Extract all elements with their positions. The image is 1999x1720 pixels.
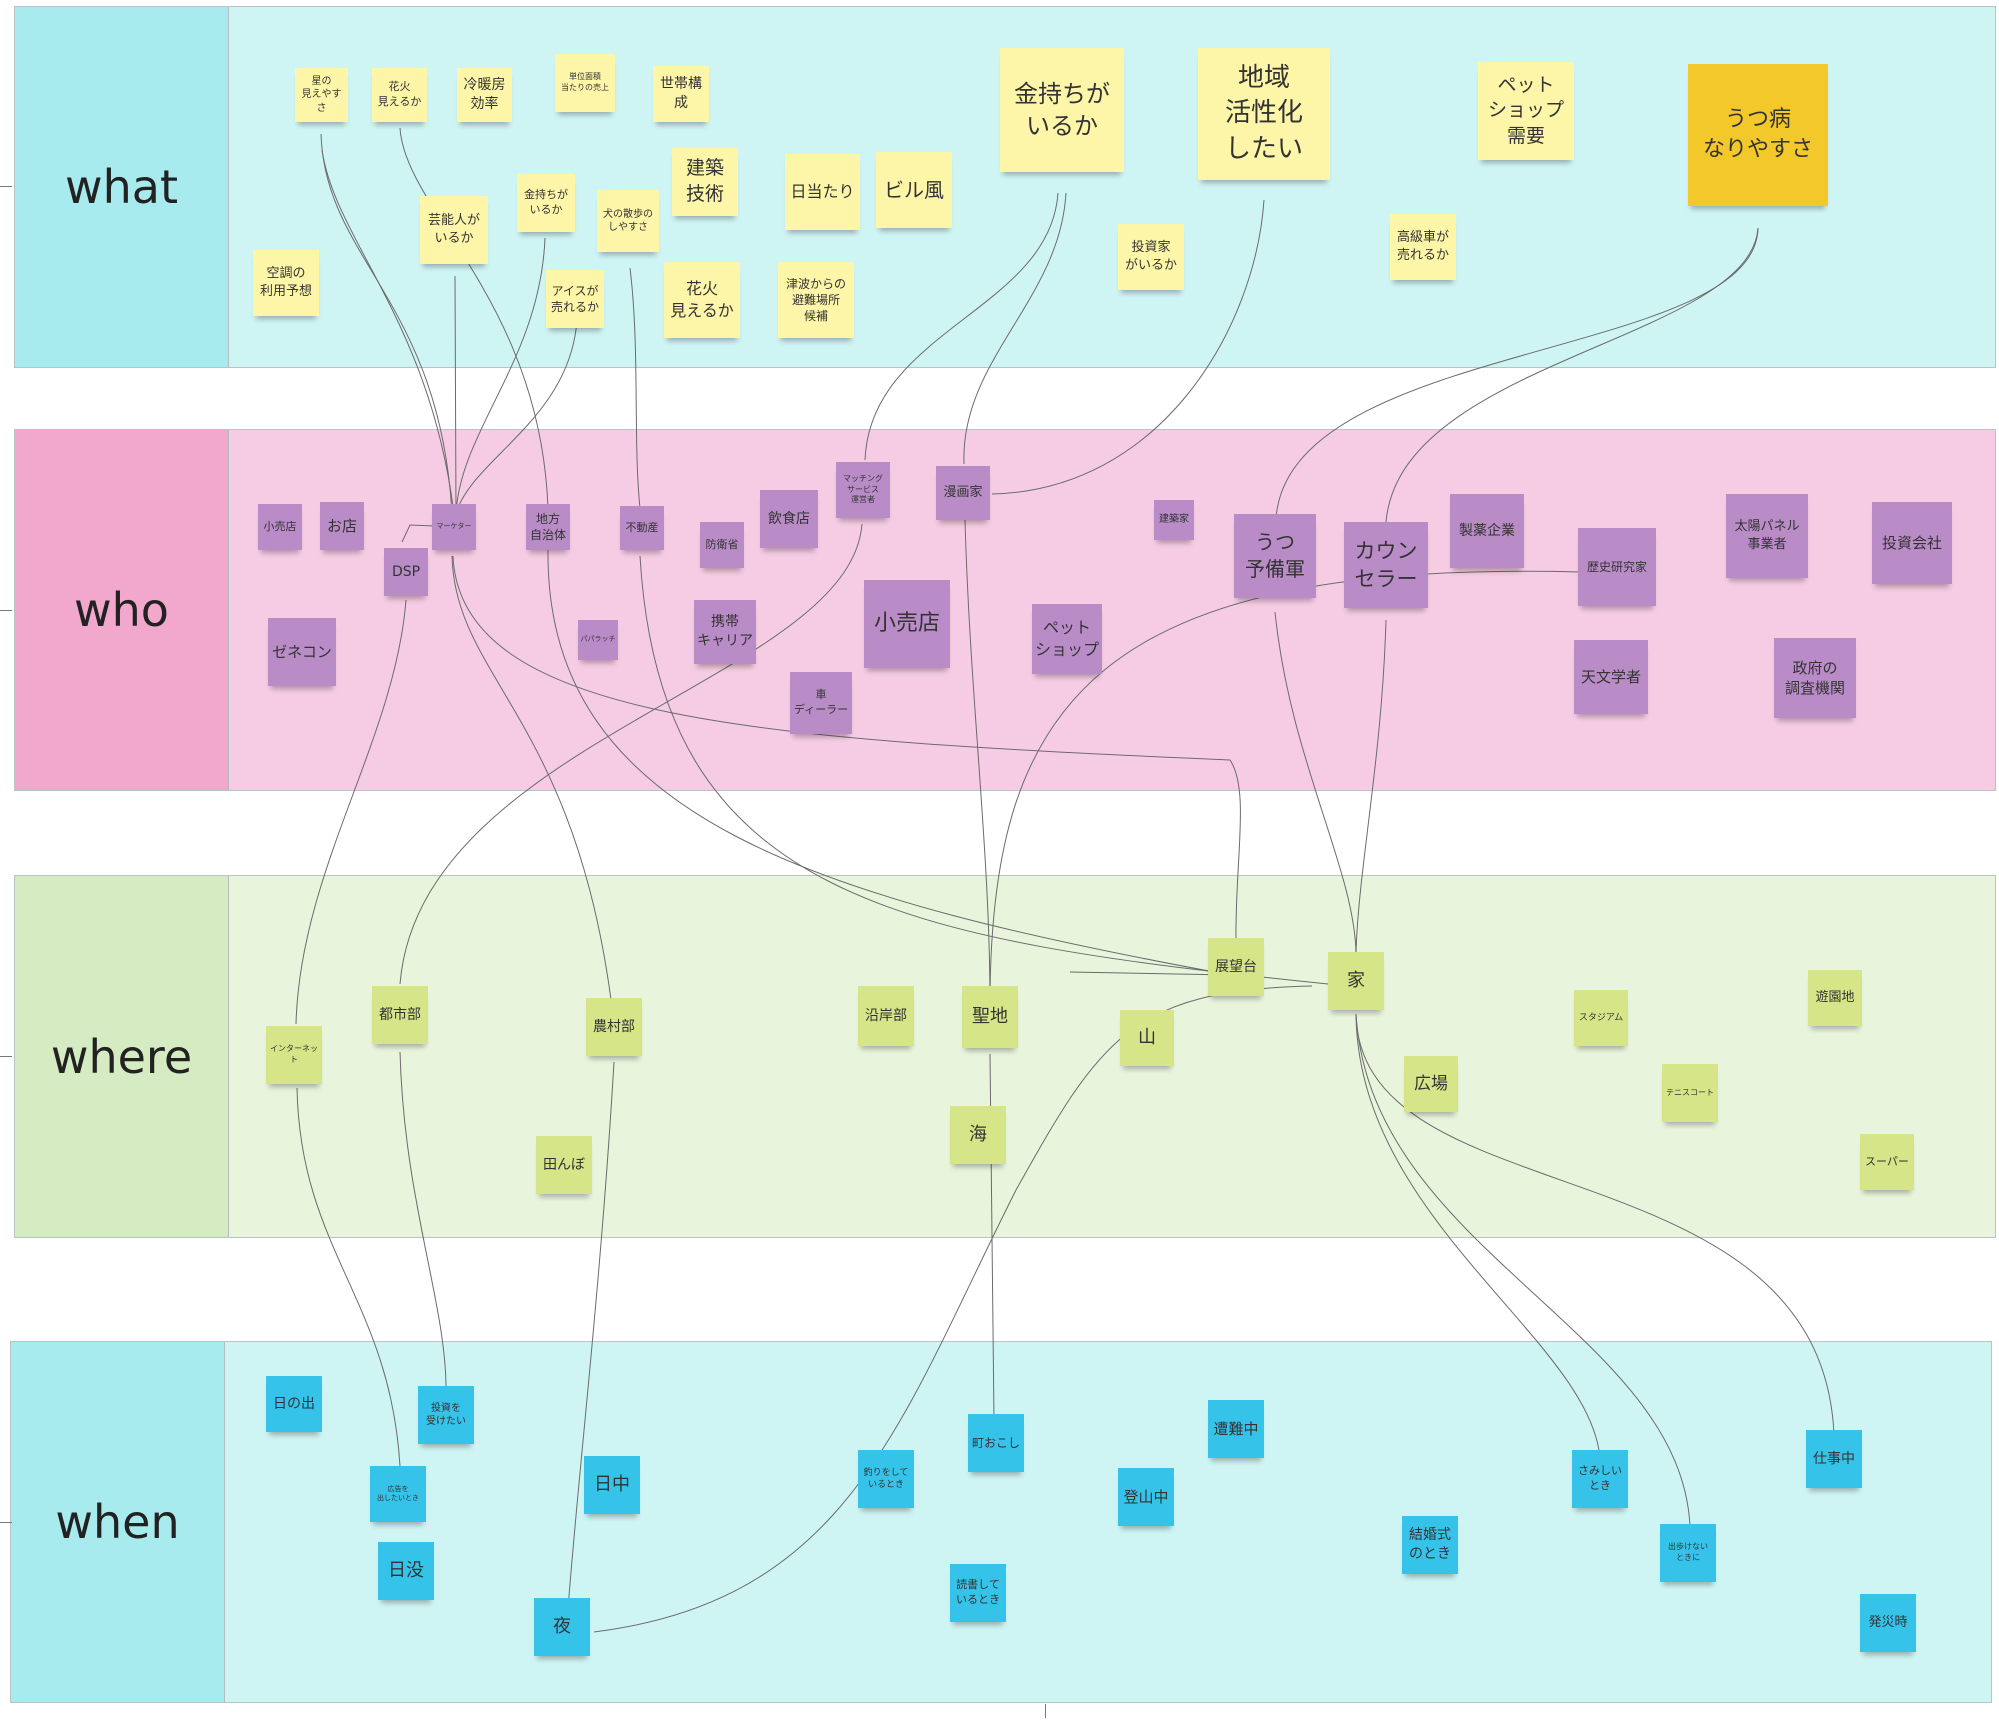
lane-anchor-tick bbox=[0, 610, 12, 611]
sticky-note[interactable]: 漫画家 bbox=[936, 466, 990, 520]
sticky-note[interactable]: 日当たり bbox=[785, 154, 860, 230]
sticky-note[interactable]: 地域 活性化 したい bbox=[1198, 48, 1330, 180]
sticky-note[interactable]: 花火 見えるか bbox=[372, 68, 427, 122]
sticky-note[interactable]: 単位面積 当たりの売上 bbox=[555, 54, 615, 112]
sticky-note[interactable]: ペット ショップ 需要 bbox=[1478, 62, 1574, 160]
sticky-note[interactable]: 結婚式 のとき bbox=[1402, 1516, 1458, 1574]
sticky-note[interactable]: 町おこし bbox=[968, 1414, 1024, 1472]
sticky-note[interactable]: ゼネコン bbox=[268, 618, 336, 686]
sticky-note[interactable]: インターネット bbox=[266, 1026, 322, 1084]
canvas-anchor-tick bbox=[1045, 1704, 1046, 1718]
sticky-note[interactable]: 津波からの 避難場所 候補 bbox=[778, 262, 854, 338]
sticky-note[interactable]: 建築 技術 bbox=[672, 148, 738, 216]
sticky-note[interactable]: 家 bbox=[1328, 952, 1384, 1010]
sticky-note[interactable]: 建築家 bbox=[1154, 500, 1194, 540]
sticky-note[interactable]: 世帯構 成 bbox=[653, 66, 709, 122]
sticky-note[interactable]: 空調の 利用予想 bbox=[253, 250, 319, 316]
sticky-note[interactable]: 都市部 bbox=[372, 986, 428, 1044]
sticky-note[interactable]: 農村部 bbox=[586, 998, 642, 1056]
sticky-note[interactable]: テニスコート bbox=[1662, 1064, 1718, 1122]
sticky-note[interactable]: 高級車が 売れるか bbox=[1390, 214, 1456, 280]
sticky-note[interactable]: 広告を 出したいとき bbox=[370, 1466, 426, 1522]
sticky-note[interactable]: 政府の 調査機関 bbox=[1774, 638, 1856, 718]
sticky-note[interactable]: 金持ちが いるか bbox=[1000, 48, 1124, 172]
what-lane-header: what bbox=[15, 7, 229, 367]
sticky-note[interactable]: 車 ディーラー bbox=[790, 672, 852, 734]
sticky-note[interactable]: 投資を 受けたい bbox=[418, 1386, 474, 1444]
sticky-note[interactable]: さみしい とき bbox=[1572, 1450, 1628, 1508]
who-lane-header: who bbox=[15, 430, 229, 790]
sticky-note[interactable]: お店 bbox=[320, 502, 364, 550]
sticky-note[interactable]: 投資家 がいるか bbox=[1118, 224, 1184, 290]
who-lane: who bbox=[14, 429, 1996, 791]
sticky-note[interactable]: 歴史研究家 bbox=[1578, 528, 1656, 606]
lane-anchor-tick bbox=[0, 1522, 12, 1523]
sticky-note[interactable]: 釣りをして いるとき bbox=[858, 1450, 914, 1508]
sticky-note[interactable]: 遭難中 bbox=[1208, 1400, 1264, 1458]
sticky-note[interactable]: 防衛省 bbox=[700, 522, 744, 568]
sticky-note[interactable]: 飲食店 bbox=[760, 490, 818, 548]
sticky-note[interactable]: 天文学者 bbox=[1574, 640, 1648, 714]
sticky-note[interactable]: DSP bbox=[384, 548, 428, 596]
sticky-note[interactable]: 日没 bbox=[378, 1542, 434, 1600]
sticky-note[interactable]: 製薬企業 bbox=[1450, 494, 1524, 568]
sticky-note[interactable]: 田んぼ bbox=[536, 1136, 592, 1194]
sticky-note[interactable]: 不動産 bbox=[620, 506, 664, 550]
sticky-note[interactable]: マッチング サービス 運営者 bbox=[836, 462, 890, 518]
sticky-note[interactable]: 芸能人が いるか bbox=[420, 196, 488, 264]
sticky-note[interactable]: 小売店 bbox=[864, 580, 950, 668]
sticky-note[interactable]: 金持ちが いるか bbox=[517, 174, 575, 232]
sticky-note[interactable]: マーケター bbox=[432, 504, 476, 550]
sticky-note[interactable]: 地方 自治体 bbox=[526, 504, 570, 550]
sticky-note[interactable]: 投資会社 bbox=[1872, 502, 1952, 584]
sticky-note[interactable]: 出歩けない ときに bbox=[1660, 1524, 1716, 1582]
lane-anchor-tick bbox=[0, 1056, 12, 1057]
sticky-note[interactable]: 登山中 bbox=[1118, 1468, 1174, 1526]
where-lane-header: where bbox=[15, 876, 229, 1237]
sticky-note[interactable]: 星の 見えやすさ bbox=[295, 68, 348, 122]
sticky-note[interactable]: 花火 見えるか bbox=[664, 262, 740, 338]
sticky-note[interactable]: スーパー bbox=[1860, 1134, 1914, 1190]
sticky-note[interactable]: 発災時 bbox=[1860, 1594, 1916, 1652]
sticky-note[interactable]: うつ 予備軍 bbox=[1234, 514, 1316, 598]
sticky-note[interactable]: うつ病 なりやすさ bbox=[1688, 64, 1828, 206]
sticky-note[interactable]: 遊園地 bbox=[1808, 970, 1862, 1026]
sticky-note[interactable]: アイスが 売れるか bbox=[546, 270, 604, 328]
sticky-note[interactable]: 犬の散歩の しやすさ bbox=[597, 190, 659, 252]
sticky-note[interactable]: 小売店 bbox=[258, 504, 302, 550]
sticky-note[interactable]: 携帯 キャリア bbox=[694, 600, 756, 664]
sticky-note[interactable]: 日中 bbox=[584, 1456, 640, 1514]
sticky-note[interactable]: 太陽パネル 事業者 bbox=[1726, 494, 1808, 578]
sticky-note[interactable]: 聖地 bbox=[962, 986, 1018, 1048]
sticky-note[interactable]: パパラッチ bbox=[578, 620, 618, 660]
sticky-note[interactable]: 広場 bbox=[1404, 1056, 1458, 1112]
sticky-note[interactable]: カウン セラー bbox=[1344, 522, 1428, 608]
sticky-note[interactable]: 夜 bbox=[534, 1598, 590, 1656]
sticky-note[interactable]: 海 bbox=[950, 1106, 1006, 1164]
when-lane-header: when bbox=[11, 1342, 225, 1702]
sticky-note[interactable]: 冷暖房 効率 bbox=[457, 68, 512, 122]
sticky-note[interactable]: 仕事中 bbox=[1806, 1430, 1862, 1488]
lane-anchor-tick bbox=[0, 186, 12, 187]
sticky-note[interactable]: 山 bbox=[1120, 1010, 1174, 1066]
sticky-note[interactable]: ビル風 bbox=[876, 152, 952, 228]
sticky-note[interactable]: 沿岸部 bbox=[858, 986, 914, 1046]
sticky-note[interactable]: スタジアム bbox=[1574, 990, 1628, 1046]
sticky-note[interactable]: 読書して いるとき bbox=[950, 1564, 1006, 1622]
sticky-note[interactable]: ペット ショップ bbox=[1032, 604, 1102, 674]
sticky-note[interactable]: 日の出 bbox=[266, 1376, 322, 1432]
sticky-note[interactable]: 展望台 bbox=[1208, 938, 1264, 996]
